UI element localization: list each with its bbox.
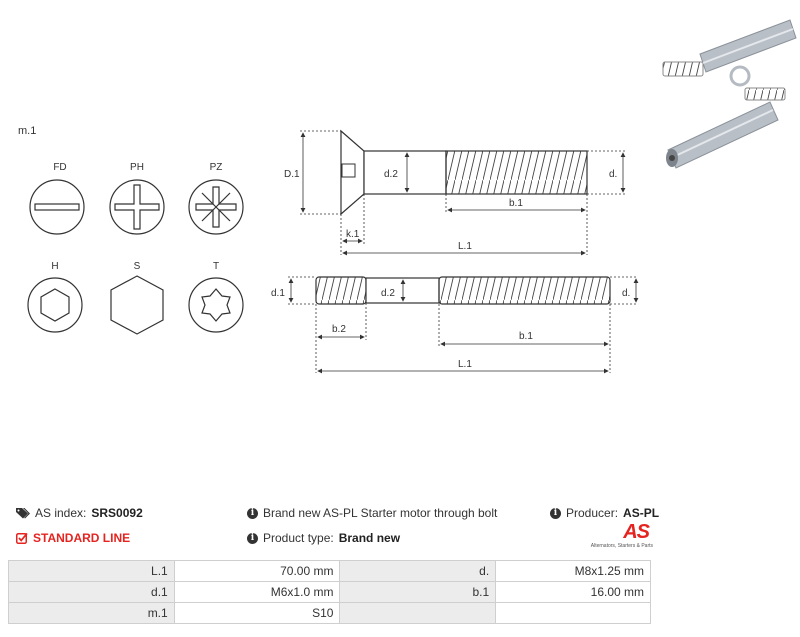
tags-icon <box>16 507 30 518</box>
description: i Brand new AS-PL Starter motor through … <box>247 506 497 520</box>
spec-value: 16.00 mm <box>495 581 651 603</box>
spec-value: 70.00 mm <box>173 560 341 582</box>
dim2-d: d. <box>622 288 630 299</box>
dim2-d2: d.2 <box>381 288 395 299</box>
as-index: AS index: SRS0092 <box>16 506 143 520</box>
producer: i Producer: AS-PL <box>550 506 659 520</box>
head-label-pz: PZ <box>210 162 223 173</box>
producer-value: AS-PL <box>623 506 660 520</box>
hex-head-icon <box>110 275 164 335</box>
info-icon: i <box>247 507 258 519</box>
as-index-value: SRS0092 <box>91 506 143 520</box>
head-label-t: T <box>213 261 219 272</box>
info-icon: i <box>550 507 561 519</box>
product-type-value: Brand new <box>338 531 401 545</box>
info-icon: i <box>247 532 258 544</box>
as-pl-logo: AS Alternators, Starters & Parts <box>587 521 653 551</box>
phillips-icon <box>109 179 165 235</box>
dim2-L1: L.1 <box>458 359 472 370</box>
bolt-stud <box>315 276 611 305</box>
table-row: L.1 70.00 mm d. M8x1.25 mm <box>8 560 651 582</box>
spec-table: L.1 70.00 mm d. M8x1.25 mm d.1 M6x1.0 mm… <box>8 560 651 624</box>
head-label-ph: PH <box>130 162 144 173</box>
table-row: d.1 M6x1.0 mm b.1 16.00 mm <box>8 581 651 603</box>
dim2-d1: d.1 <box>271 288 285 299</box>
spec-key: m.1 <box>8 602 175 624</box>
checkbox-icon <box>16 532 28 544</box>
spec-key: L.1 <box>8 560 175 582</box>
spec-value <box>495 602 651 624</box>
as-index-label: AS index: <box>35 506 87 520</box>
product-type-label: Product type: <box>263 531 334 545</box>
bolt-countersunk <box>340 129 588 216</box>
dim-k1: k.1 <box>346 229 360 240</box>
table-row: m.1 S10 <box>8 602 651 624</box>
standard-line-label: STANDARD LINE <box>33 531 131 545</box>
spec-key: d.1 <box>8 581 175 603</box>
product-type: i Product type: Brand new <box>247 531 400 545</box>
head-label-fd: FD <box>53 162 66 173</box>
spec-value: S10 <box>173 602 341 624</box>
logo-text: AS <box>623 521 650 543</box>
hex-socket-icon <box>27 277 83 333</box>
dim2-b1: b.1 <box>519 331 533 342</box>
flat-slot-icon <box>29 179 85 235</box>
pozidriv-icon <box>188 179 244 235</box>
head-label-s: S <box>134 261 141 272</box>
description-text: Brand new AS-PL Starter motor through bo… <box>263 506 498 520</box>
spec-key: b.1 <box>339 581 497 603</box>
product-photo <box>662 19 797 169</box>
dim-d: d. <box>609 169 617 180</box>
technical-drawing: m.1 FD PH PZ H S T <box>18 19 797 374</box>
producer-label: Producer: <box>566 506 619 520</box>
spec-value: M6x1.0 mm <box>173 581 341 603</box>
head-label-h: H <box>51 261 58 272</box>
dim-b1: b.1 <box>509 198 523 209</box>
m-label: m.1 <box>18 125 36 137</box>
dim-D1: D.1 <box>284 169 300 180</box>
standard-line: STANDARD LINE <box>16 531 130 545</box>
dim-L1: L.1 <box>458 241 472 252</box>
spec-value: M8x1.25 mm <box>495 560 651 582</box>
spec-key <box>339 602 497 624</box>
spec-key: d. <box>339 560 497 582</box>
torx-icon <box>188 277 244 333</box>
dim-d2: d.2 <box>384 169 398 180</box>
logo-tagline: Alternators, Starters & Parts <box>590 543 653 549</box>
dim2-b2: b.2 <box>332 324 346 335</box>
